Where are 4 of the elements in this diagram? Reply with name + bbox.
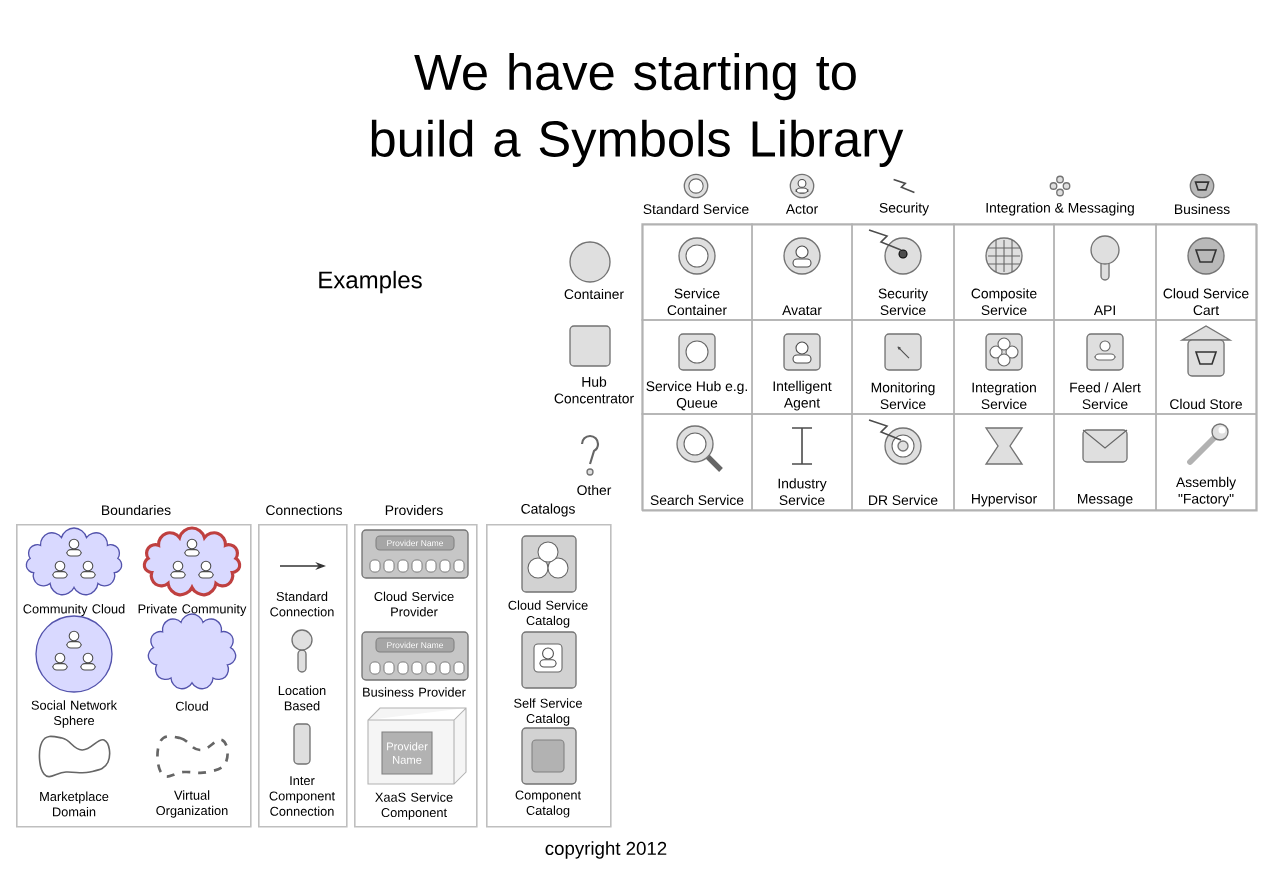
label: Examples	[319, 270, 422, 294]
symbol-table	[642, 224, 1258, 512]
title: We have starting to build a Symbols Library	[371, 53, 904, 167]
footer: copyright 2012	[545, 841, 667, 859]
